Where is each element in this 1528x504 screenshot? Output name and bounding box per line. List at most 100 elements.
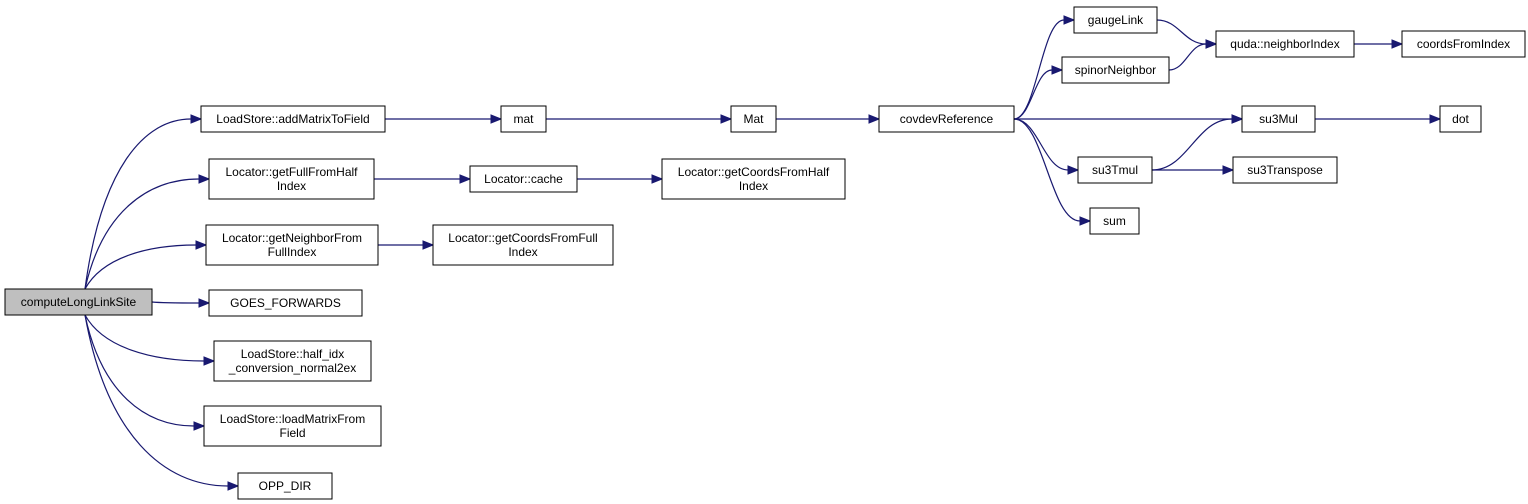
arrowhead-icon bbox=[198, 298, 211, 308]
edge-Mat-to-covdevReference bbox=[775, 114, 881, 124]
node-box bbox=[1401, 30, 1526, 58]
edge-covdevReference-to-su3Mul bbox=[1014, 114, 1244, 124]
edge-computeLongLinkSite-to-half_idx_conversion_normal2ex bbox=[84, 314, 216, 366]
nodes-layer: computeLongLinkSite LoadStore::addMatrixT… bbox=[4, 6, 1526, 500]
arrowhead-icon bbox=[1222, 165, 1235, 175]
arrowhead-icon bbox=[1063, 15, 1076, 25]
node-label: Locator::getFullFromHalf bbox=[225, 165, 358, 179]
edge-cache-to-getCoordsFromHalfIndex bbox=[577, 174, 664, 184]
edge-getFullFromHalfIndex-to-cache bbox=[374, 174, 472, 184]
arrowhead-icon bbox=[868, 114, 881, 124]
node-computeLongLinkSite[interactable]: computeLongLinkSite bbox=[4, 288, 153, 316]
node-label: LoadStore::addMatrixToField bbox=[216, 112, 369, 126]
arrowhead-icon bbox=[1391, 39, 1404, 49]
node-box bbox=[237, 472, 333, 500]
node-label: quda::neighborIndex bbox=[1230, 37, 1339, 51]
node-label: FullIndex bbox=[268, 245, 317, 259]
node-spinorNeighbor[interactable]: spinorNeighbor bbox=[1061, 56, 1170, 84]
arrowhead-icon bbox=[651, 174, 664, 184]
node-sum[interactable]: sum bbox=[1089, 207, 1140, 235]
arrowhead-icon bbox=[203, 356, 216, 366]
edge-addMatrixToField-to-mat bbox=[384, 114, 503, 124]
arrowhead-icon bbox=[490, 114, 503, 124]
node-label: GOES_FORWARDS bbox=[230, 296, 341, 310]
node-label: mat bbox=[513, 112, 534, 126]
node-label: Field bbox=[279, 426, 305, 440]
arrowhead-icon bbox=[1231, 114, 1244, 124]
node-Mat[interactable]: Mat bbox=[730, 105, 777, 133]
node-cache[interactable]: Locator::cache bbox=[469, 165, 578, 193]
node-box bbox=[1241, 105, 1316, 133]
node-box bbox=[1215, 30, 1355, 58]
node-mat[interactable]: mat bbox=[500, 105, 547, 133]
node-label: su3Mul bbox=[1259, 112, 1298, 126]
node-box bbox=[1232, 156, 1338, 184]
node-box bbox=[1077, 156, 1153, 184]
node-label: Locator::getCoordsFromHalf bbox=[678, 165, 830, 179]
node-su3Mul[interactable]: su3Mul bbox=[1241, 105, 1316, 133]
arrowhead-icon bbox=[1205, 39, 1218, 49]
arrowhead-icon bbox=[227, 481, 240, 491]
node-neighborIndex[interactable]: quda::neighborIndex bbox=[1215, 30, 1355, 58]
node-dot[interactable]: dot bbox=[1439, 105, 1482, 133]
edge-computeLongLinkSite-to-addMatrixToField bbox=[84, 114, 203, 290]
node-GOES_FORWARDS[interactable]: GOES_FORWARDS bbox=[208, 289, 363, 317]
node-label: covdevReference bbox=[900, 112, 994, 126]
node-label: dot bbox=[1452, 112, 1469, 126]
node-OPP_DIR[interactable]: OPP_DIR bbox=[237, 472, 333, 500]
arrowhead-icon bbox=[190, 114, 203, 124]
node-box bbox=[205, 224, 379, 266]
node-box bbox=[203, 405, 382, 447]
arrowhead-icon bbox=[1079, 216, 1092, 226]
node-box bbox=[661, 158, 846, 200]
arrowhead-icon bbox=[1051, 65, 1064, 75]
edges-layer bbox=[84, 15, 1442, 491]
node-label: Locator::cache bbox=[484, 172, 563, 186]
node-box bbox=[1439, 105, 1482, 133]
node-label: Index bbox=[739, 179, 768, 193]
node-label: gaugeLink bbox=[1088, 13, 1144, 27]
node-label: Mat bbox=[743, 112, 764, 126]
edge-computeLongLinkSite-to-getFullFromHalfIndex bbox=[84, 174, 211, 290]
node-addMatrixToField[interactable]: LoadStore::addMatrixToField bbox=[200, 105, 386, 133]
node-box bbox=[1073, 6, 1158, 34]
node-label: Locator::getNeighborFrom bbox=[222, 231, 362, 245]
node-label: sum bbox=[1103, 214, 1126, 228]
arrowhead-icon bbox=[1429, 114, 1442, 124]
node-coordsFromIndex[interactable]: coordsFromIndex bbox=[1401, 30, 1526, 58]
node-label: Index bbox=[277, 179, 306, 193]
node-label: LoadStore::loadMatrixFrom bbox=[220, 412, 365, 426]
node-label: LoadStore::half_idx bbox=[241, 347, 344, 361]
node-label: computeLongLinkSite bbox=[21, 295, 137, 309]
edge-computeLongLinkSite-to-OPP_DIR bbox=[84, 314, 240, 491]
node-su3Tmul[interactable]: su3Tmul bbox=[1077, 156, 1153, 184]
edge-getNeighborFromFullIndex-to-getCoordsFromFullIndex bbox=[378, 240, 435, 250]
edge-covdevReference-to-spinorNeighbor bbox=[1013, 65, 1064, 120]
node-gaugeLink[interactable]: gaugeLink bbox=[1073, 6, 1158, 34]
node-box bbox=[730, 105, 777, 133]
edge-computeLongLinkSite-to-GOES_FORWARDS bbox=[151, 298, 211, 308]
node-box bbox=[208, 289, 363, 317]
node-box bbox=[208, 158, 375, 200]
node-covdevReference[interactable]: covdevReference bbox=[878, 105, 1015, 133]
node-box bbox=[1089, 207, 1140, 235]
node-box bbox=[1061, 56, 1170, 84]
edge-covdevReference-to-sum bbox=[1013, 118, 1092, 226]
edge-spinorNeighbor-to-neighborIndex bbox=[1168, 39, 1218, 71]
edge-neighborIndex-to-coordsFromIndex bbox=[1354, 39, 1404, 49]
edge-su3Tmul-to-su3Transpose bbox=[1152, 165, 1235, 175]
arrowhead-icon bbox=[193, 421, 206, 431]
node-half_idx_conversion_normal2ex[interactable]: LoadStore::half_idx_conversion_normal2ex bbox=[213, 340, 372, 382]
node-label: OPP_DIR bbox=[259, 479, 312, 493]
node-label: spinorNeighbor bbox=[1075, 63, 1156, 77]
arrowhead-icon bbox=[198, 174, 211, 184]
node-label: Locator::getCoordsFromFull bbox=[448, 231, 597, 245]
node-label: Index bbox=[508, 245, 537, 259]
node-su3Transpose[interactable]: su3Transpose bbox=[1232, 156, 1338, 184]
